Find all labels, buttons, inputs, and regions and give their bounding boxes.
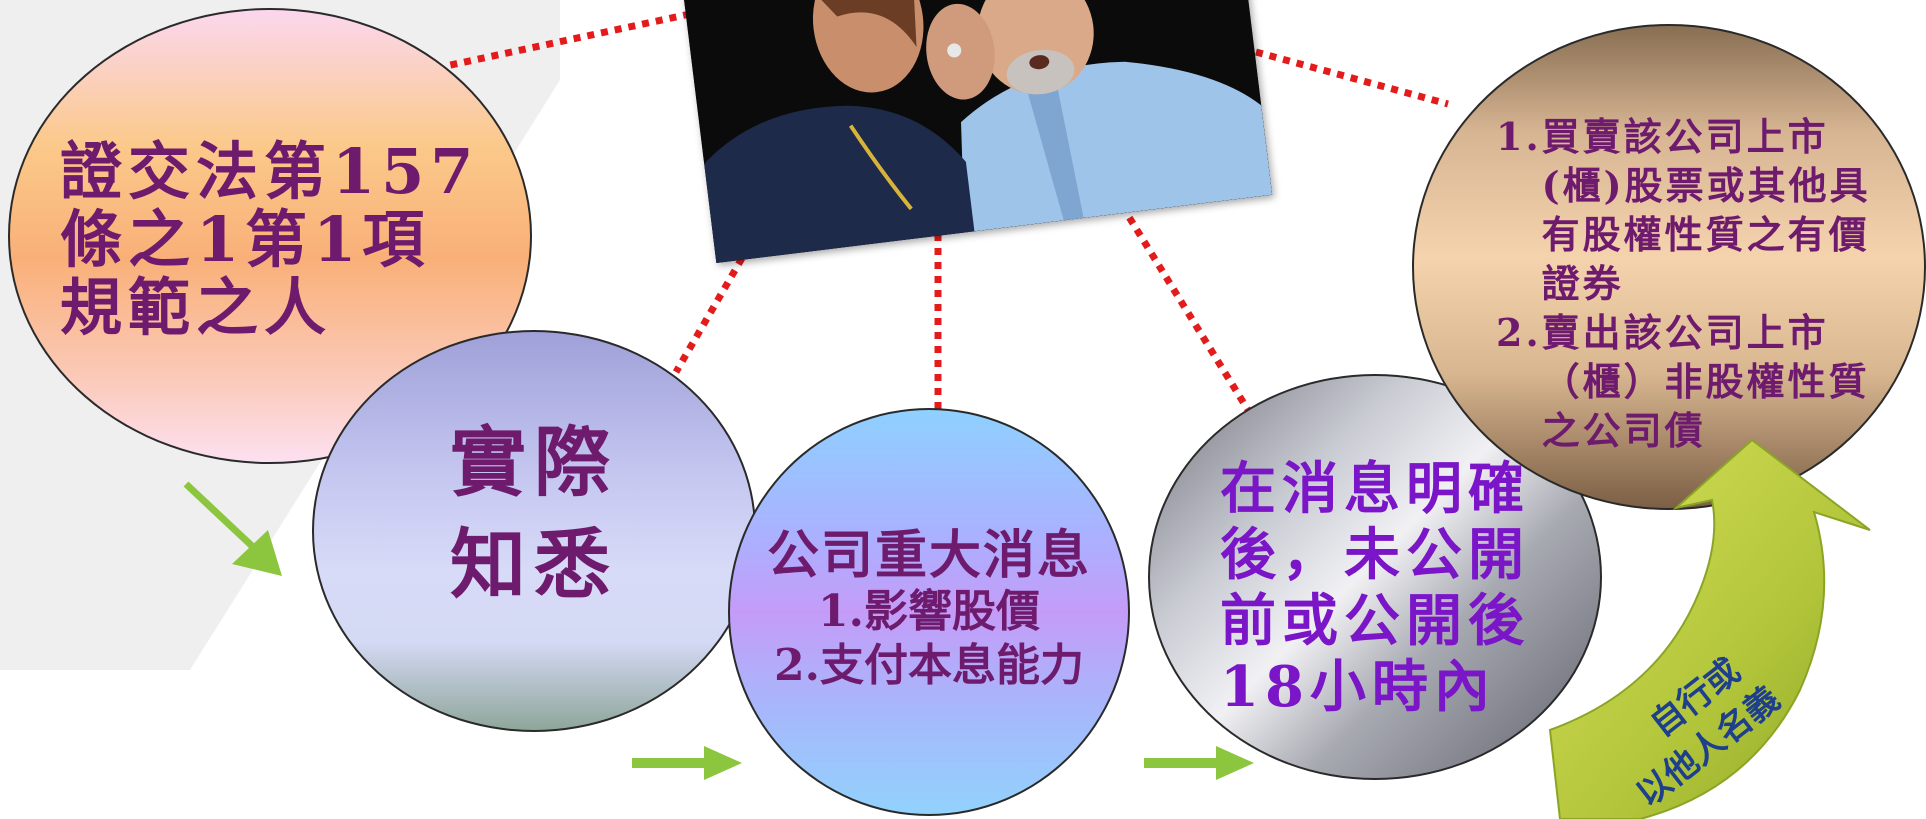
line-to-knowledge [672,232,760,374]
node-news-title: 公司重大消息 [766,525,1091,586]
node-knowledge-line2: 知悉 [450,520,618,609]
node-actions-item-1-text: 買賣該公司上市(櫃)股票或其他具有股權性質之有價證券 [1541,114,1871,306]
node-actions-item-1: 1. 買賣該公司上市(櫃)股票或其他具有股權性質之有價證券 [1496,112,1876,308]
node-knowledge: 實際 知悉 [312,330,756,732]
whisper-photo [679,0,1273,264]
node-actions-list: 1. 買賣該公司上市(櫃)股票或其他具有股權性質之有價證券 2. 賣出該公司上市… [1496,112,1876,455]
node-actions-item-2-text: 賣出該公司上市（櫃）非股權性質之公司債 [1541,310,1870,453]
curved-arrow-label: 自行或 以他人名義 [1629,651,1788,810]
line-to-actions [1255,48,1449,108]
line-to-persons [445,10,691,70]
node-material-news: 公司重大消息 1.影響股價 2.支付本息能力 [728,408,1130,816]
node-actions-item-2: 2. 賣出該公司上市（櫃）非股權性質之公司債 [1496,308,1876,455]
node-knowledge-line1: 實際 [450,418,618,507]
node-actions-item-2-num: 2. [1496,310,1542,355]
whisper-photo-illustration [679,0,1273,264]
node-actions: 1. 買賣該公司上市(櫃)股票或其他具有股權性質之有價證券 2. 賣出該公司上市… [1412,24,1926,510]
node-actions-item-1-num: 1. [1496,114,1542,159]
node-timing-text: 在消息明確後，未公開前或公開後18小時內 [1220,456,1530,720]
node-news-item-2: 2.支付本息能力 [774,640,1084,691]
node-news-item-1: 1.影響股價 [818,586,1040,637]
node-persons-text: 證交法第157條之1第1項規範之人 [60,135,480,344]
